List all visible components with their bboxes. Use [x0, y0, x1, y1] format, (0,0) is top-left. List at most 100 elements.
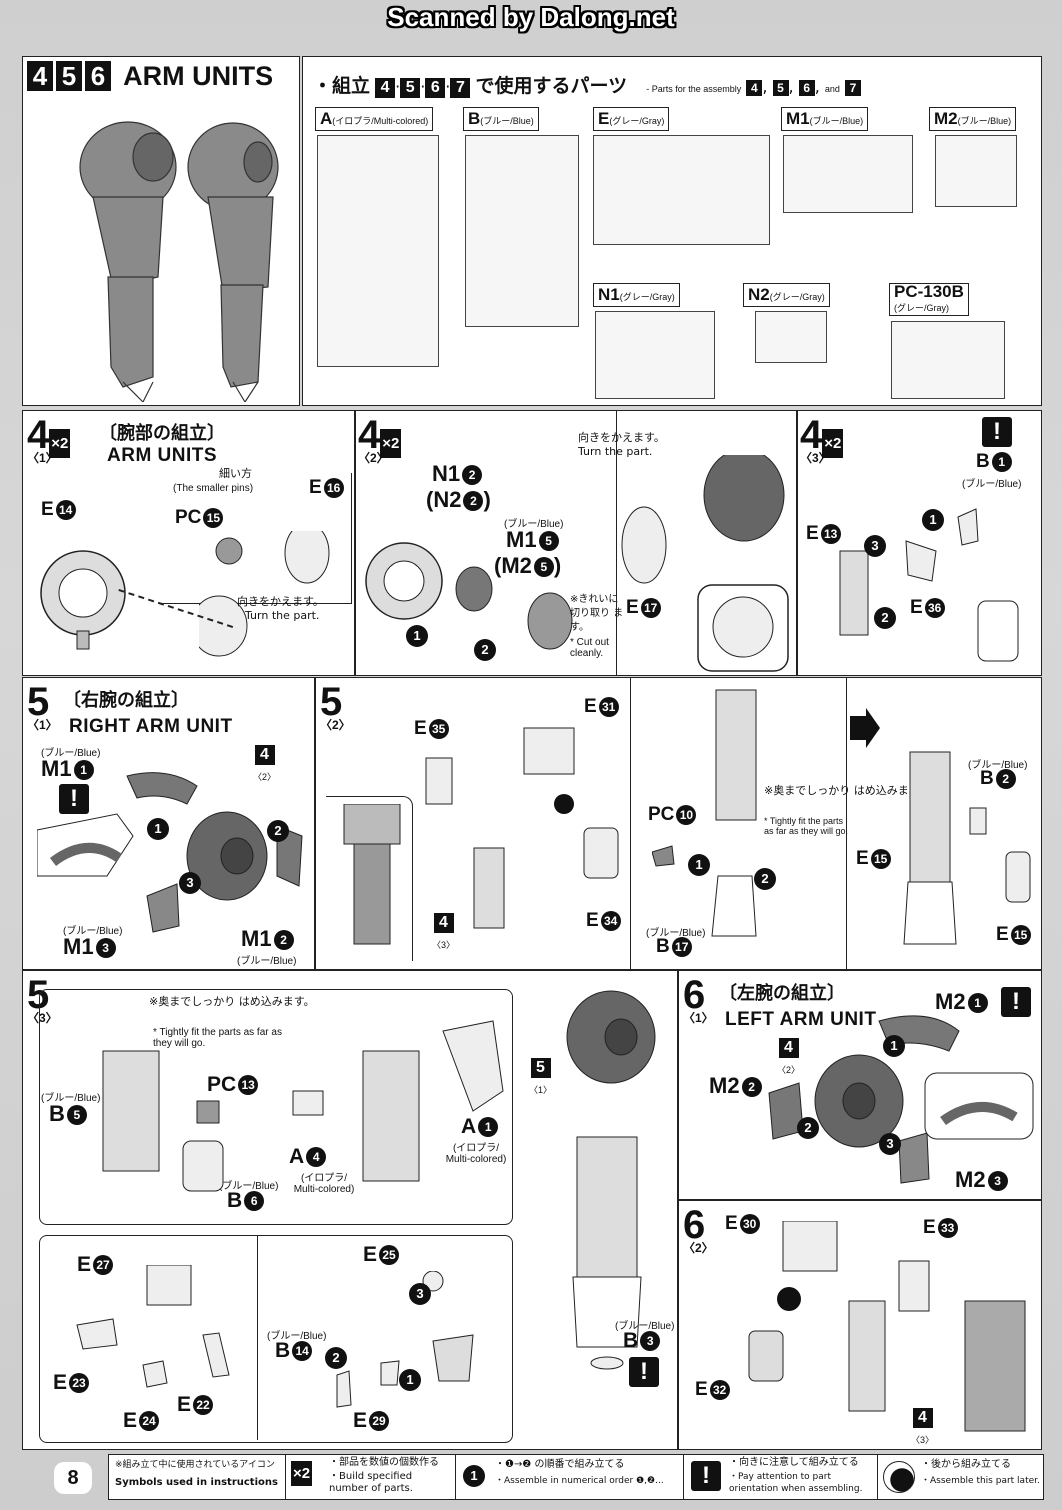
parts-title-jp: ・組立 — [313, 75, 371, 97]
step-5-1-title-en: RIGHT ARM UNIT — [69, 716, 233, 737]
divider — [257, 1235, 258, 1440]
runner-tag-PC130B: PC-130B(グレー/Gray) — [889, 283, 969, 316]
section-title: ARM UNITS — [123, 61, 274, 91]
parts-title-en: - Parts for the assembly — [646, 84, 742, 94]
b2-color: (ブルー/Blue) — [968, 760, 1028, 771]
multiply-2-icon: ×2 — [49, 429, 71, 458]
divider — [846, 678, 847, 969]
multiply-2-icon: ×2 — [822, 429, 844, 458]
step-4-2-number: 4×2 — [358, 413, 402, 458]
watermark: Scanned by Dalong.net — [387, 2, 675, 32]
legend-later-en: ・Assemble this part later. — [921, 1476, 1040, 1486]
arm-reference-drawing — [343, 804, 401, 945]
step-5-1-title-jp: 〔右腕の組立〕 — [63, 690, 189, 711]
runner-B-diagram — [465, 135, 579, 327]
parts-en-step-5: 5 — [772, 80, 789, 96]
runner-tag-M2: M2(ブルー/Blue) — [929, 107, 1017, 131]
sequence-1-icon: 1 — [883, 1035, 905, 1057]
step-number-6: 6 — [85, 61, 111, 91]
step-5-3-hand-drawing — [76, 1265, 230, 1388]
parts-title-jp2: で使用するパーツ — [475, 75, 628, 97]
step-4-1-title-en: ARM UNITS — [107, 445, 218, 466]
step-4-2-drawing — [365, 542, 573, 650]
step-4-1-number: 4×2 — [27, 413, 71, 458]
step-5-3-sub: 〈3〉 — [27, 1011, 58, 1025]
runner-tag-N2: N2(グレー/Gray) — [743, 283, 830, 307]
sequence-2-icon: 2 — [267, 820, 289, 842]
step-6-2-drawing — [748, 1221, 1026, 1432]
step-4-1-title-jp: 〔腕部の組立〕 — [99, 423, 225, 444]
parts-step-7: 7 — [450, 78, 471, 98]
tight-fit-note-jp: ※奥までしっかり はめ込みます。 — [149, 995, 315, 1008]
step-5-2-left-drawing — [425, 727, 619, 929]
step-5-2-right-drawing — [903, 751, 1031, 945]
runner-N1-diagram — [595, 311, 715, 399]
divider — [616, 411, 796, 675]
step-5-1-panel: 5 〈1〉 〔右腕の組立〕 RIGHT ARM UNIT (ブルー/Blue) … — [22, 677, 315, 970]
step-5-3-upper-drawing — [102, 1020, 504, 1192]
sequence-3-icon: 3 — [879, 1133, 901, 1155]
parts-step-4: 4 — [375, 78, 396, 98]
parts-step-6: 6 — [425, 78, 446, 98]
sequence-2-icon: 2 — [754, 868, 776, 890]
step-5-2-number: 5 — [320, 680, 343, 724]
sequence-3-icon: 3 — [864, 535, 886, 557]
turn-part-en: Turn the part. — [578, 445, 653, 458]
runner-tag-N1: N1(グレー/Gray) — [593, 283, 680, 307]
ref-step-5-1: 5〈1〉 — [529, 1058, 553, 1095]
sequence-2-icon: 2 — [325, 1347, 347, 1369]
step-4-3-number: 4×2 — [800, 413, 844, 458]
tight-fit-note-en: * Tightly fit the parts as far as they w… — [153, 1027, 282, 1049]
runner-A-diagram — [317, 135, 439, 367]
e16-part-drawing — [199, 531, 330, 657]
parts-step-5: 5 — [400, 78, 421, 98]
turn-part-jp: 向きをかえます。 — [237, 595, 324, 608]
step-6-2-sub: 〈2〉 — [683, 1241, 714, 1255]
sequence-1-icon: 1 — [147, 818, 169, 840]
step-5-3-panel: 5 〈3〉 ※奥までしっかり はめ込みます。 * Tightly fit the… — [22, 970, 678, 1450]
legend-warning-jp: ・向きに注意して組み立てる — [729, 1457, 859, 1468]
parts-en-step-7: 7 — [844, 80, 861, 96]
step-4-1-sub: 〈1〉 — [27, 451, 58, 465]
sequence-2-icon: 2 — [797, 1117, 819, 1139]
m1-3-color: (ブルー/Blue) — [63, 926, 123, 937]
m1-1-color: (ブルー/Blue) — [41, 748, 101, 759]
legend-title-en: Symbols used in instructions — [115, 1477, 278, 1488]
sub-assembly-box-2 — [39, 1235, 513, 1443]
orientation-warning-icon: ! — [1001, 987, 1031, 1017]
legend-multiply-en: ・Build specified number of parts. — [329, 1471, 413, 1494]
a1-color: (イロプラ/ Multi-colored) — [445, 1143, 507, 1165]
orientation-warning-icon: ! — [59, 784, 89, 814]
b6-color: (ブルー/Blue) — [219, 1181, 279, 1192]
sequence-3-icon: 3 — [179, 872, 201, 894]
step-number-4: 4 — [27, 61, 53, 91]
detail-box — [161, 473, 352, 604]
step-6-1-number: 6 — [683, 973, 706, 1017]
b1-color: (ブルー/Blue) — [962, 479, 1022, 490]
m1-color: (ブルー/Blue) — [504, 519, 564, 530]
multiply-icon: ×2 — [291, 1461, 313, 1486]
multiply-2-icon: ×2 — [380, 429, 402, 458]
